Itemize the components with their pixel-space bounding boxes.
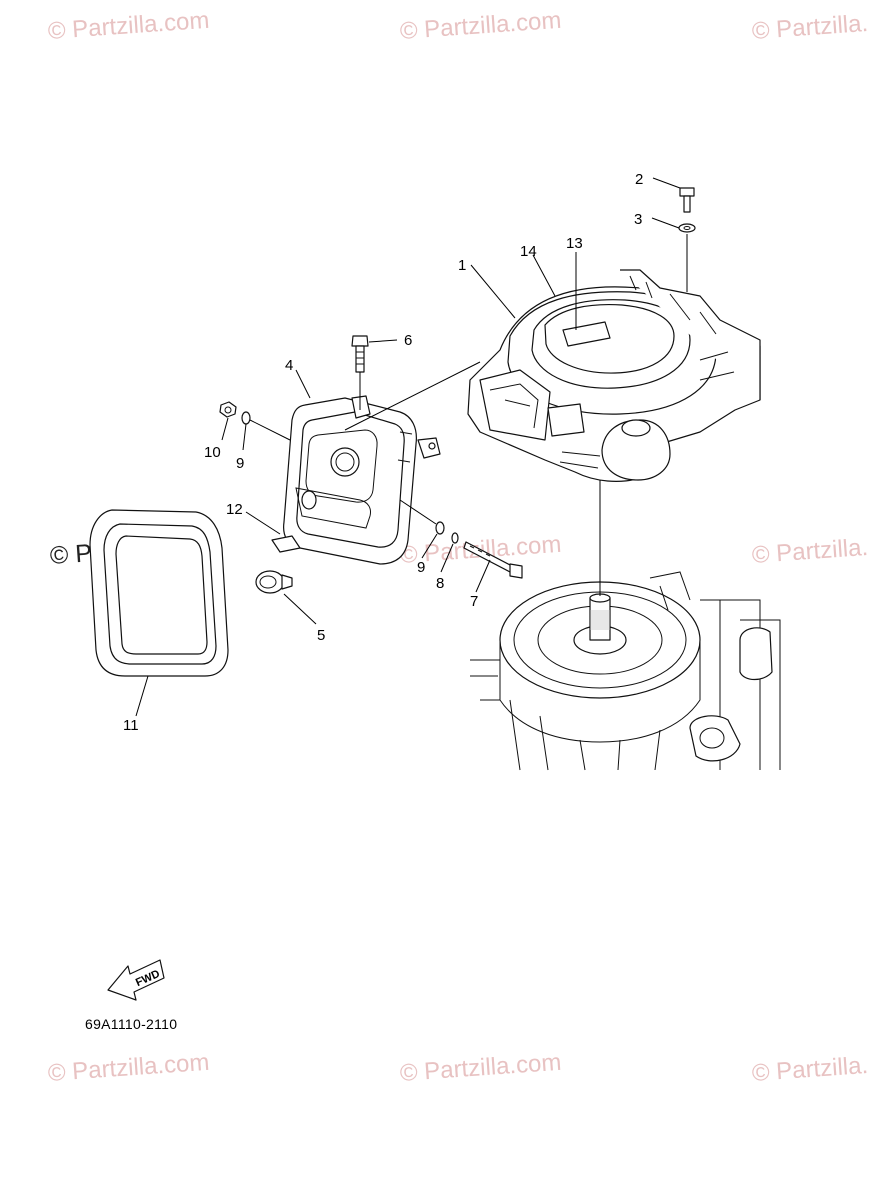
engine-block <box>470 571 781 771</box>
callout-11: 11 <box>123 717 139 734</box>
part-4-silencer[interactable] <box>283 395 441 565</box>
callout-5: 5 <box>317 627 325 644</box>
part-7-bolt[interactable] <box>463 541 523 579</box>
callout-1: 1 <box>458 257 466 274</box>
part-6-bolt[interactable] <box>351 335 369 373</box>
part-1-flywheel-cover[interactable] <box>467 269 761 482</box>
part-8-washer[interactable] <box>451 532 459 544</box>
callout-4: 4 <box>285 357 293 374</box>
callout-9-lower: 9 <box>417 559 425 576</box>
part-2-screw[interactable] <box>679 187 695 213</box>
callout-14: 14 <box>520 243 537 260</box>
leader-lines <box>135 177 688 717</box>
part-9-washer-upper[interactable] <box>241 411 251 425</box>
callout-2: 2 <box>635 171 643 188</box>
callout-12: 12 <box>226 501 243 518</box>
part-12-label[interactable] <box>271 535 301 553</box>
part-5-grommet[interactable] <box>255 570 293 594</box>
callout-6: 6 <box>404 332 412 349</box>
part-10-nut[interactable] <box>219 401 237 418</box>
callout-8: 8 <box>436 575 444 592</box>
fwd-arrow-icon: FWD <box>107 959 165 1001</box>
part-9-washer-lower[interactable] <box>435 521 445 535</box>
diagram-code: 69A1110-2110 <box>85 1016 178 1032</box>
callout-10: 10 <box>204 444 221 461</box>
callout-7: 7 <box>470 593 478 610</box>
callout-3: 3 <box>634 211 642 228</box>
part-11-seal[interactable] <box>89 509 229 677</box>
part-3-washer[interactable] <box>678 223 696 233</box>
callout-13: 13 <box>566 235 583 252</box>
callout-9-upper: 9 <box>236 455 244 472</box>
